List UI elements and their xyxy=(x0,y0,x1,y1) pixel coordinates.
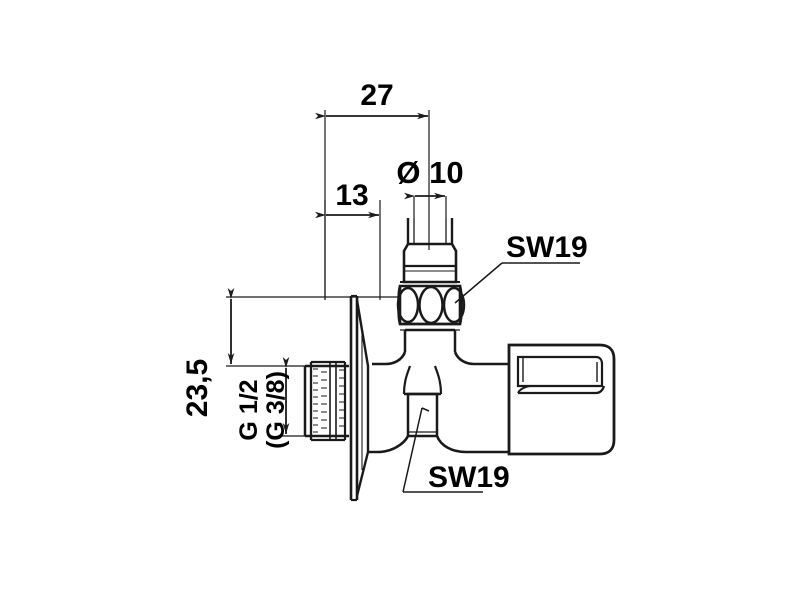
oval-port-left xyxy=(396,286,420,324)
label-thread-g-three-eighths: (G 3/8) xyxy=(262,371,290,449)
valve-body-main xyxy=(368,351,509,454)
handle-knob xyxy=(507,343,616,456)
dim-label-27: 27 xyxy=(360,79,393,112)
leader-tick-sw19-bottom xyxy=(421,407,430,412)
dim-label-diameter-10: Ø 10 xyxy=(396,155,463,190)
dimension-labels: 27 13 Ø 10 23,5 G 1/2 (G 3/8) SW19 SW19 xyxy=(181,79,588,494)
valve-body-port-section xyxy=(396,281,466,331)
wall-flange-rosette xyxy=(349,294,370,502)
thread-hatching xyxy=(313,368,344,433)
label-thread-g-half: G 1/2 xyxy=(235,379,263,440)
valve-geometry xyxy=(303,218,616,502)
leader-line-sw19-bottom xyxy=(402,407,423,493)
dimension-lines xyxy=(226,110,580,493)
label-sw19-top: SW19 xyxy=(506,231,588,264)
inlet-threaded-connector xyxy=(303,360,349,442)
valve-body-neck xyxy=(403,328,457,352)
dim-label-13: 13 xyxy=(335,179,368,212)
handle-upper-facet xyxy=(516,355,604,388)
oval-port-right xyxy=(442,286,466,324)
label-sw19-bottom: SW19 xyxy=(428,461,510,494)
leader-line-sw19-top xyxy=(454,262,503,304)
dim-label-23-5: 23,5 xyxy=(181,359,214,417)
